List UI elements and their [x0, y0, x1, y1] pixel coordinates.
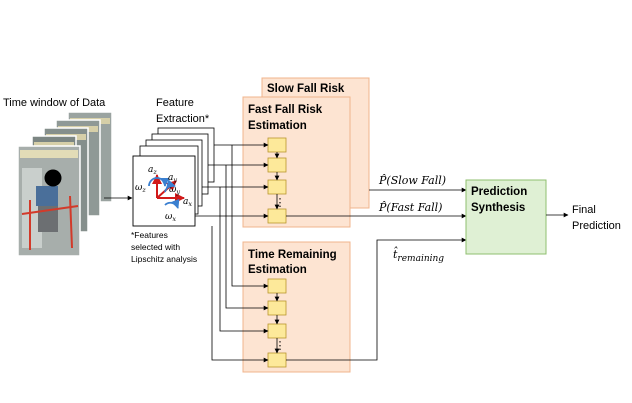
synthesis-line2: Synthesis [471, 202, 525, 214]
input-title: Time window of Data [3, 97, 106, 109]
slow-fall-probability-label: P̂(Slow Fall) [378, 174, 446, 187]
video-frame-stack-icon [17, 111, 113, 257]
time-unit-4 [267, 352, 287, 368]
feature-wires [195, 142, 269, 363]
output-line1: Final [572, 204, 596, 216]
features-title-line2: Extraction* [156, 113, 210, 125]
time-remaining-label: t̂remaining [393, 247, 444, 264]
time-unit-3 [267, 323, 287, 339]
time-panel-title-line2: Estimation [248, 264, 307, 276]
axis-label-ax: ax [183, 197, 192, 208]
prediction-synthesis-box [465, 179, 547, 255]
synthesis-line1: Prediction [471, 186, 527, 198]
fast-fall-probability-label: P̂(Fast Fall) [378, 201, 442, 214]
person-torso [36, 186, 58, 206]
fast-unit-stack: ⋮ [267, 137, 287, 224]
fast-fall-risk-panel [242, 96, 351, 228]
axis-label-wx: ωx [165, 212, 176, 223]
time-unit-1 [267, 278, 287, 294]
time-remaining-panel [242, 241, 351, 373]
fast-unit-3 [267, 179, 287, 195]
axis-label-az: az [148, 165, 157, 176]
fast-units-ellipsis: ⋮ [275, 197, 286, 209]
person-legs [38, 206, 58, 232]
axis-label-wy: ωy [169, 185, 180, 196]
features-note-line2: selected with [131, 242, 180, 252]
time-panel-title-line1: Time Remaining [248, 249, 337, 261]
fast-panel-title-line1: Fast Fall Risk [248, 104, 323, 116]
axis-label-ay: ay [168, 173, 177, 184]
time-unit-2 [267, 300, 287, 316]
video-frame-front [17, 145, 81, 257]
time-units-ellipsis: ⋮ [275, 340, 286, 352]
axis-label-wz: ωz [135, 183, 146, 194]
fast-panel-title-line2: Estimation [248, 120, 307, 132]
features-note-line3: Lipschitz analysis [131, 254, 197, 264]
face-mask-icon [44, 169, 62, 187]
time-unit-stack: ⋮ [267, 278, 287, 368]
fast-unit-4 [267, 208, 287, 224]
slow-panel-title: Slow Fall Risk [267, 83, 345, 95]
arrow-time-to-synthesis [286, 237, 467, 361]
imu-axes-icon [148, 174, 185, 209]
features-note-line1: *Features [131, 230, 168, 240]
output-line2: Prediction [572, 220, 621, 232]
fast-unit-1 [267, 137, 287, 153]
fast-unit-2 [267, 157, 287, 173]
features-title-line1: Feature [156, 97, 194, 109]
